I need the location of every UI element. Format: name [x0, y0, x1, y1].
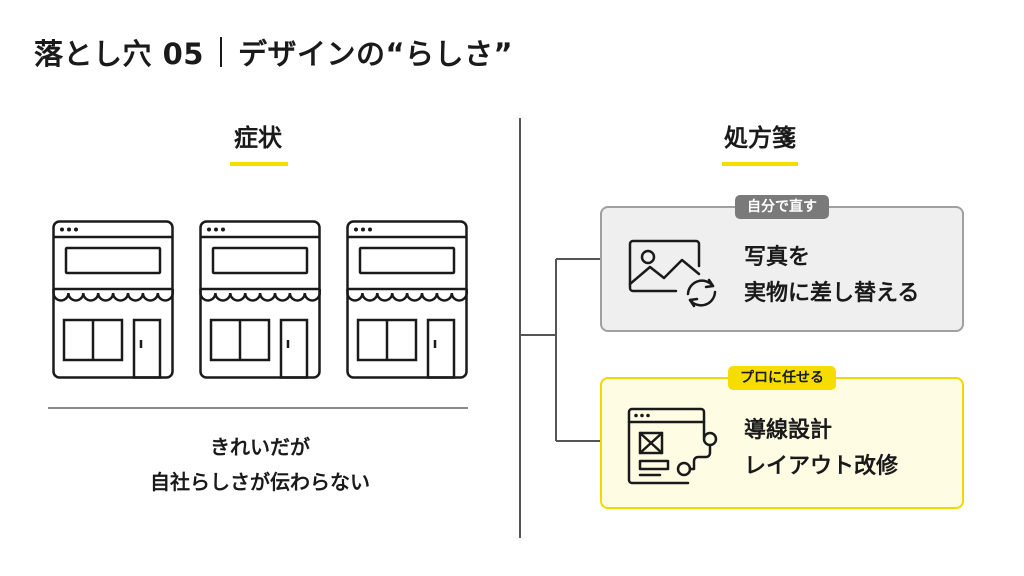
title-main: 落とし穴 05: [34, 37, 204, 71]
image-replace-icon: [628, 239, 717, 308]
browser-flow-icon: [627, 407, 718, 485]
section-divider: [519, 118, 521, 538]
pro-text-line2: レイアウト改修: [744, 454, 899, 479]
symptom-heading-underline: [230, 162, 288, 166]
symptom-caption-line1: きれいだが: [210, 435, 310, 459]
pro-option-card: プロに任せる 導線設計 レイアウト改修: [600, 366, 964, 509]
pro-tag: プロに任せる: [728, 366, 836, 390]
pro-text: 導線設計 レイアウト改修: [744, 413, 898, 485]
diy-text-line2: 実物に差し替える: [744, 281, 920, 306]
title-divider: [219, 37, 222, 67]
diy-option-card: 自分で直す 写真を 実物に差し替える: [600, 195, 964, 332]
diy-text: 写真を 実物に差し替える: [744, 240, 919, 312]
title-sub: デザインの“らしさ”: [237, 37, 514, 71]
ground-line: [48, 407, 468, 409]
diy-text-line1: 写真を: [744, 245, 811, 270]
shop-icon: [346, 220, 468, 379]
symptom-heading: 症状: [234, 124, 282, 152]
page-title: 落とし穴 05 デザインの“らしさ”: [34, 30, 513, 74]
symptom-caption-line2: 自社らしさが伝わらない: [150, 470, 370, 494]
symptom-caption: きれいだが 自社らしさが伝わらない: [100, 430, 420, 500]
diy-tag: 自分で直す: [735, 195, 829, 219]
shop-icon: [52, 220, 174, 379]
connector-bracket: [520, 258, 600, 442]
shop-icon: [199, 220, 321, 379]
prescription-heading-underline: [722, 162, 798, 166]
pro-text-line1: 導線設計: [744, 418, 833, 443]
prescription-heading: 処方箋: [724, 124, 796, 152]
